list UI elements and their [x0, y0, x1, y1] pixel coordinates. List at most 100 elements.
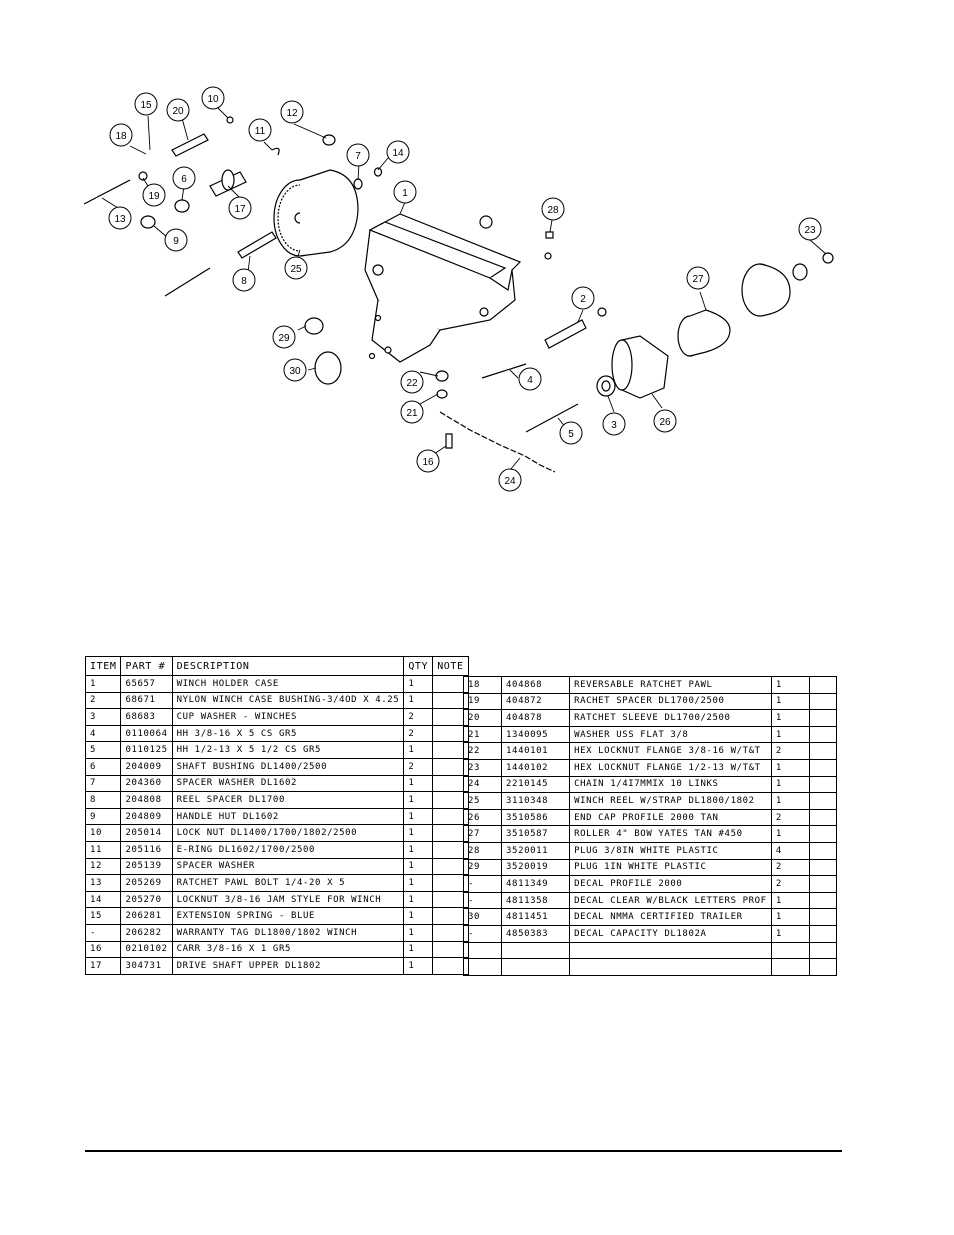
cell-description: HH 1/2-13 X 5 1/2 CS GR5	[171, 741, 405, 759]
cell-note	[808, 676, 838, 694]
cell-note	[808, 825, 838, 843]
svg-text:11: 11	[255, 126, 266, 137]
svg-text:5: 5	[568, 429, 574, 440]
cell-item	[462, 941, 503, 960]
svg-text:7: 7	[355, 151, 361, 162]
svg-text:12: 12	[286, 108, 298, 119]
cell-item: 8	[84, 791, 122, 809]
cell-part-number: 65657	[120, 675, 173, 693]
cell-item: 1	[84, 675, 122, 693]
cell-part-number: 3110348	[501, 792, 571, 810]
cell-qty: 2	[770, 742, 810, 760]
cell-part-number: 0110125	[120, 741, 173, 759]
cell-qty: 1	[403, 675, 434, 693]
callout-3: 3	[602, 412, 626, 436]
cell-part-number: 204360	[120, 774, 173, 793]
table-row	[462, 941, 838, 960]
svg-text:19: 19	[148, 191, 160, 202]
callout-2: 2	[571, 286, 595, 310]
cell-note	[808, 924, 838, 943]
callout-20: 20	[166, 98, 190, 122]
cell-description: CARR 3/8-16 X 1 GR5	[171, 940, 405, 959]
cell-qty	[770, 958, 810, 976]
cell-item: 26	[462, 808, 503, 827]
cell-item: 17	[84, 957, 122, 975]
header-item: ITEM	[84, 656, 122, 676]
cell-note	[808, 808, 838, 827]
cell-qty: 1	[770, 775, 810, 794]
callout-9: 9	[164, 228, 188, 252]
cell-part-number: 404868	[501, 676, 571, 694]
cell-part-number: 205269	[120, 874, 173, 892]
cell-part-number: 206282	[120, 923, 173, 942]
cell-note	[808, 758, 838, 777]
svg-text:8: 8	[241, 276, 247, 287]
cell-description: WARRANTY TAG DL1800/1802 WINCH	[171, 923, 405, 942]
cell-description: SPACER WASHER	[171, 857, 405, 876]
cell-qty: 2	[770, 875, 810, 893]
svg-text:22: 22	[406, 378, 418, 389]
cell-description: WINCH REEL W/STRAP DL1800/1802	[569, 792, 772, 810]
table-header-row: ITEM PART # DESCRIPTION QTY NOTE	[84, 656, 469, 676]
callout-30: 30	[283, 358, 307, 382]
cell-part-number: 1440102	[501, 758, 571, 777]
callout-5: 5	[559, 421, 583, 445]
cell-item: 14	[84, 890, 122, 909]
cell-qty: 1	[403, 940, 434, 959]
cell-item: -	[462, 875, 503, 893]
cell-item: 15	[84, 907, 122, 925]
cell-part-number: 68683	[120, 708, 173, 726]
cell-qty: 1	[770, 825, 810, 843]
cell-description: DECAL CLEAR W/BLACK LETTERS PROF	[569, 891, 772, 910]
svg-text:29: 29	[278, 333, 290, 344]
cell-part-number: 4850383	[501, 924, 571, 943]
cell-part-number: 68671	[120, 691, 173, 710]
cell-description: PLUG 3/8IN WHITE PLASTIC	[569, 841, 772, 860]
cell-qty: 1	[770, 709, 810, 727]
cell-item	[462, 958, 503, 976]
cell-description: DECAL PROFILE 2000	[569, 875, 772, 893]
cell-item: 20	[462, 709, 503, 727]
svg-text:6: 6	[181, 174, 187, 185]
cell-qty: 2	[770, 808, 810, 827]
cell-item: -	[462, 891, 503, 910]
cell-qty: 1	[403, 807, 434, 826]
cell-qty: 1	[770, 676, 810, 694]
cell-description: HANDLE HUT DL1602	[171, 807, 405, 826]
cell-description: HH 3/8-16 X 5 CS GR5	[171, 724, 405, 743]
header-note: NOTE	[432, 656, 469, 676]
cell-description: REEL SPACER DL1700	[171, 791, 405, 809]
cell-part-number: 3520011	[501, 841, 571, 860]
cell-item: 23	[462, 758, 503, 777]
cell-note	[808, 908, 838, 926]
callout-23: 23	[798, 217, 822, 241]
cell-description: ROLLER 4" BOW YATES TAN #450	[569, 825, 772, 843]
cell-note	[808, 891, 838, 910]
cell-note	[808, 858, 838, 877]
callout-13: 13	[108, 206, 132, 230]
callout-10: 10	[201, 86, 225, 110]
svg-text:16: 16	[422, 457, 434, 468]
cell-qty: 1	[403, 691, 434, 710]
cell-note	[808, 709, 838, 727]
cell-part-number: 304731	[120, 957, 173, 975]
callout-8: 8	[232, 268, 256, 292]
cell-item: 21	[462, 725, 503, 744]
cell-description: E-RING DL1602/1700/2500	[171, 840, 405, 859]
cell-part-number: 2210145	[501, 775, 571, 794]
callout-12: 12	[280, 100, 304, 124]
cell-qty: 2	[403, 757, 434, 776]
cell-qty: 1	[403, 907, 434, 925]
